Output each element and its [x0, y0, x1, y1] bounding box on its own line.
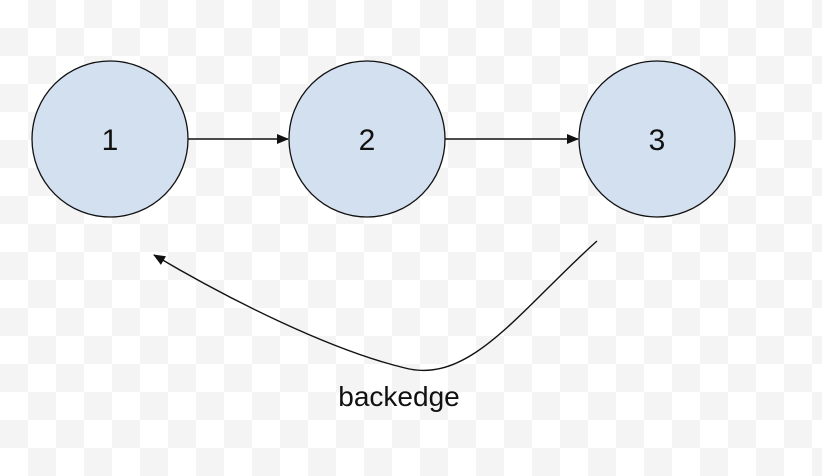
backedge-label: backedge — [338, 381, 459, 412]
node-1[interactable]: 1 — [31, 60, 189, 218]
backedge-3-to-1 — [153, 240, 598, 372]
node-1-label: 1 — [102, 124, 119, 157]
node-2-label: 2 — [359, 124, 376, 157]
node-2[interactable]: 2 — [288, 60, 446, 218]
node-1-circle — [31, 60, 189, 218]
node-3-circle — [578, 60, 736, 218]
node-3[interactable]: 3 — [578, 60, 736, 218]
node-3-label: 3 — [649, 124, 666, 157]
node-2-circle — [288, 60, 446, 218]
